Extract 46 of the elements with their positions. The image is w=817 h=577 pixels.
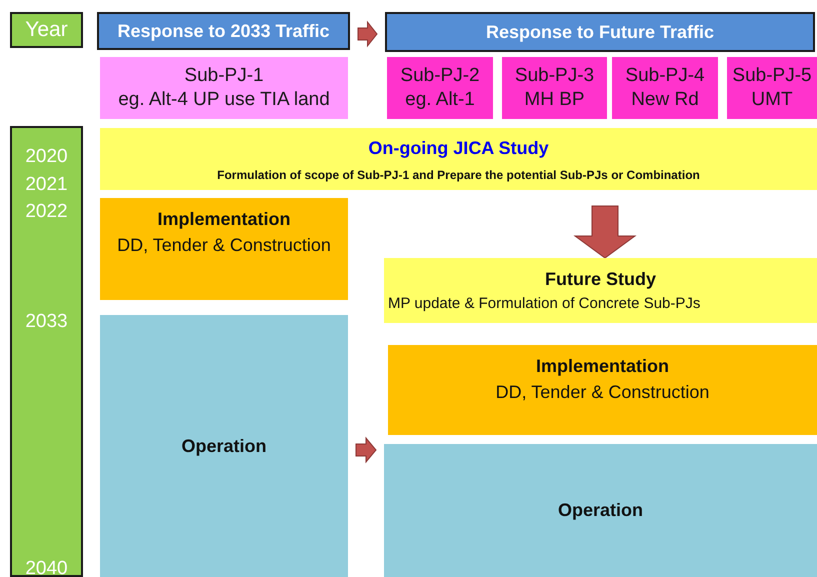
year-label: 2022	[24, 202, 69, 221]
subproject-box	[612, 57, 718, 119]
year-label: 2021	[24, 175, 69, 194]
block-arrow	[356, 436, 377, 464]
subproject-note: UMT	[751, 88, 793, 112]
phase-title: Implementation	[536, 355, 669, 378]
year-label: 2040	[24, 559, 69, 577]
study-description: Formulation of scope of Sub-PJ-1 and Prepare the potential Sub-PJs or Combination	[217, 166, 700, 184]
subproject-name: Sub-PJ-5	[732, 64, 812, 88]
subproject-box	[387, 57, 493, 119]
subproject-note: eg. Alt-4 UP use TIA land	[118, 88, 330, 112]
subproject-box	[502, 57, 607, 119]
header-box	[97, 12, 350, 50]
phase-title: Implementation	[157, 208, 290, 231]
header-text: Response to Future Traffic	[486, 20, 714, 44]
block-arrow	[573, 206, 637, 259]
study-title: On-going JICA Study	[368, 136, 549, 160]
subproject-note: eg. Alt-1	[405, 88, 475, 112]
header-box	[10, 12, 83, 48]
block-arrow	[358, 20, 378, 48]
header-text: Response to 2033 Traffic	[117, 20, 330, 43]
subproject-note: MH BP	[524, 88, 585, 112]
study-box	[100, 128, 817, 190]
header-text: Year	[25, 17, 68, 44]
subproject-name: Sub-PJ-4	[625, 64, 705, 88]
year-label: 2020	[24, 147, 69, 166]
subproject-box	[100, 57, 348, 119]
phase-title: Operation	[181, 434, 266, 458]
subproject-name: Sub-PJ-1	[184, 64, 264, 88]
subproject-name: Sub-PJ-2	[400, 64, 480, 88]
implementation-box	[100, 198, 348, 300]
timeline-bar	[10, 126, 83, 577]
operation-box	[384, 444, 817, 577]
study-title: Future Study	[545, 268, 656, 291]
study-description: MP update & Formulation of Concrete Sub-PJs	[387, 294, 700, 314]
header-box	[385, 12, 815, 52]
phase-description: DD, Tender & Construction	[496, 381, 710, 404]
year-label: 2033	[24, 312, 69, 331]
subproject-name: Sub-PJ-3	[514, 64, 594, 88]
phase-description: DD, Tender & Construction	[117, 234, 331, 257]
operation-box	[100, 315, 348, 577]
study-box	[384, 258, 817, 323]
subproject-note: New Rd	[631, 88, 699, 112]
implementation-box	[388, 345, 817, 435]
phase-title: Operation	[558, 499, 643, 522]
subproject-box	[727, 57, 817, 119]
